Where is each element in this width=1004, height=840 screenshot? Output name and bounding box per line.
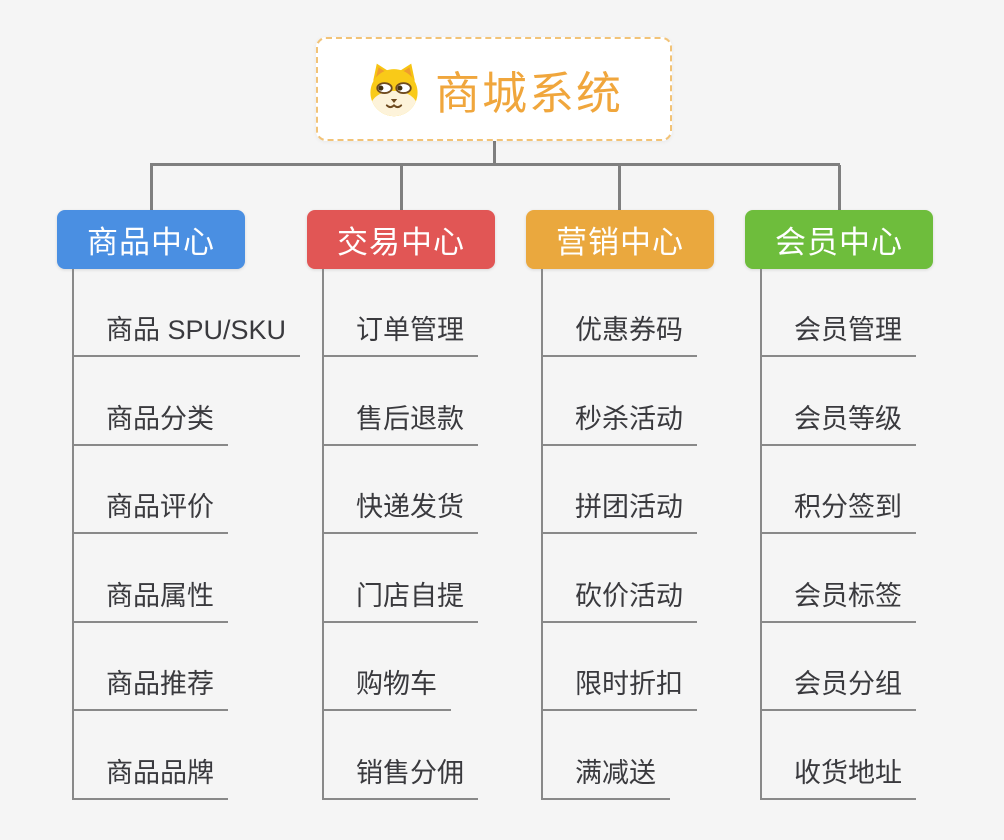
branch-children-marketing: 优惠券码 秒杀活动 拼团活动 砍价活动 限时折扣 满减送 xyxy=(541,269,776,800)
connector-drop-products xyxy=(150,165,153,211)
branch-node-marketing[interactable]: 营销中心 xyxy=(526,210,714,269)
leaf-node[interactable]: 会员分组 xyxy=(762,667,916,711)
branch-children-members: 会员管理 会员等级 积分签到 会员标签 会员分组 收货地址 xyxy=(760,269,995,800)
leaf-node[interactable]: 会员管理 xyxy=(762,313,916,357)
branch-label: 营销中心 xyxy=(556,225,684,260)
leaf-node[interactable]: 限时折扣 xyxy=(543,667,697,711)
branch-node-trade[interactable]: 交易中心 xyxy=(307,210,495,269)
leaf-node[interactable]: 购物车 xyxy=(324,667,451,711)
branch-node-members[interactable]: 会员中心 xyxy=(745,210,933,269)
root-title: 商城系统 xyxy=(434,67,623,119)
leaf-node[interactable]: 会员标签 xyxy=(762,579,916,623)
leaf-node[interactable]: 商品 SPU/SKU xyxy=(74,313,301,357)
leaf-node[interactable]: 商品分类 xyxy=(74,402,228,446)
connector-drop-marketing xyxy=(618,165,621,211)
leaf-node[interactable]: 秒杀活动 xyxy=(543,402,697,446)
leaf-node[interactable]: 满减送 xyxy=(543,756,670,800)
root-node[interactable]: 商城系统 xyxy=(316,37,672,141)
branch-label: 商品中心 xyxy=(87,225,215,260)
leaf-node[interactable]: 订单管理 xyxy=(324,313,478,357)
leaf-node[interactable]: 拼团活动 xyxy=(543,490,697,534)
leaf-node[interactable]: 会员等级 xyxy=(762,402,916,446)
branch-label: 会员中心 xyxy=(775,225,903,260)
leaf-node[interactable]: 优惠券码 xyxy=(543,313,697,357)
leaf-node[interactable]: 销售分佣 xyxy=(324,756,478,800)
leaf-node[interactable]: 门店自提 xyxy=(324,579,478,623)
leaf-node[interactable]: 商品评价 xyxy=(74,490,228,534)
leaf-node[interactable]: 商品推荐 xyxy=(74,667,228,711)
connector-drop-trade xyxy=(400,165,403,211)
branch-node-products[interactable]: 商品中心 xyxy=(57,210,245,269)
branch-children-trade: 订单管理 售后退款 快递发货 门店自提 购物车 销售分佣 xyxy=(322,269,557,800)
leaf-node[interactable]: 商品属性 xyxy=(74,579,228,623)
leaf-node[interactable]: 积分签到 xyxy=(762,490,916,534)
leaf-node[interactable]: 快递发货 xyxy=(324,490,478,534)
connector-root-stub xyxy=(493,140,496,164)
shiba-dog-icon xyxy=(370,63,418,117)
leaf-node[interactable]: 砍价活动 xyxy=(543,579,697,623)
leaf-node[interactable]: 商品品牌 xyxy=(74,756,228,800)
leaf-node[interactable]: 收货地址 xyxy=(762,756,916,800)
connector-bus xyxy=(150,163,840,166)
connector-drop-members xyxy=(838,165,841,211)
leaf-node[interactable]: 售后退款 xyxy=(324,402,478,446)
branch-children-products: 商品 SPU/SKU 商品分类 商品评价 商品属性 商品推荐 商品品牌 xyxy=(72,269,307,800)
branch-label: 交易中心 xyxy=(337,225,465,260)
